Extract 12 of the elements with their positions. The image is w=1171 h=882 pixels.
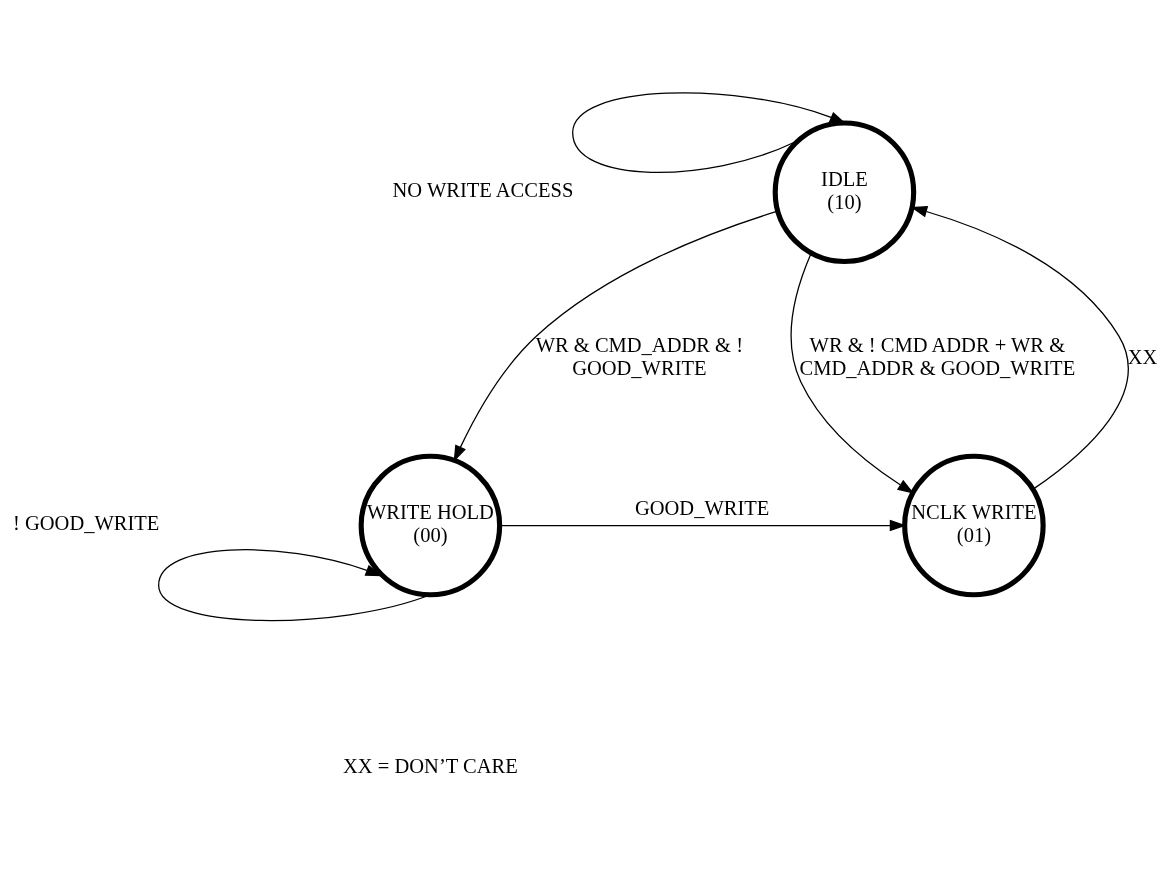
node-circle: IDLE (10) xyxy=(772,119,917,264)
edge-label: WR & ! CMD ADDR + WR & CMD_ADDR & GOOD_WRITE xyxy=(799,333,1076,379)
node-circle: NCLK WRITE (01) xyxy=(902,453,1046,597)
edge-label: WR & CMD_ADDR & ! GOOD_WRITE xyxy=(535,333,743,379)
edge-label: XX xyxy=(1127,345,1158,368)
label: XX = DON’T CARE xyxy=(343,754,518,777)
node-circle: WRITE HOLD (00) xyxy=(358,453,503,597)
edge-label: NO WRITE ACCESS xyxy=(392,178,574,201)
edge-label: GOOD_WRITE xyxy=(634,496,770,519)
edge-label: ! GOOD_WRITE xyxy=(13,511,160,534)
arrow xyxy=(453,210,779,462)
arrow xyxy=(790,252,915,494)
